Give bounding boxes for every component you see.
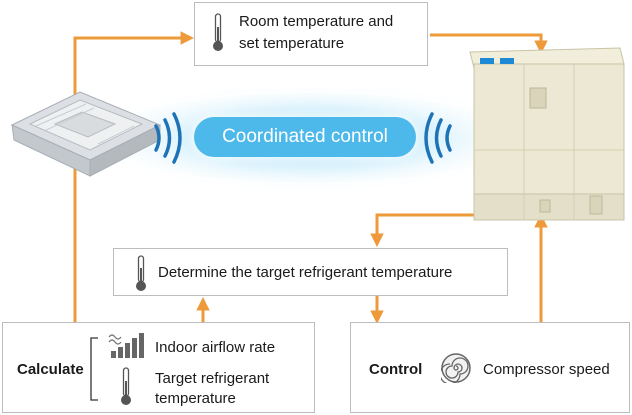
room-temperature-line1: Room temperature and (239, 13, 394, 30)
airflow-bars-icon (108, 333, 144, 358)
coordinated-control-label: Coordinated control (222, 126, 388, 147)
arrow-indoor-to-top-box (73, 31, 195, 322)
room-temperature-box: Room temperature and set temperature (194, 2, 428, 66)
thermometer-icon (213, 13, 223, 51)
thermometer-icon (121, 367, 131, 405)
calculate-box: Calculate Indoor airflow rate Target ref… (2, 322, 315, 413)
target-refrigerant-line2: temperature (155, 390, 236, 407)
vrv-outdoor-unit (469, 47, 625, 221)
bracket (90, 337, 98, 401)
coordinated-control-pill: Coordinated control (194, 117, 416, 157)
control-title: Control (369, 361, 423, 378)
room-temperature-line2: set temperature (239, 35, 345, 52)
thermometer-icon (136, 255, 146, 291)
arrow-top-box-to-outdoor (430, 33, 548, 55)
signal-waves-icon (154, 112, 452, 164)
calculate-title: Calculate (17, 361, 84, 378)
indoor-airflow-label: Indoor airflow rate (155, 339, 276, 356)
target-refrigerant-box: Determine the target refrigerant tempera… (113, 248, 508, 296)
cassette-indoor-unit (10, 91, 162, 177)
determine-target-label: Determine the target refrigerant tempera… (158, 264, 453, 281)
control-box: Control Compressor speed (350, 322, 630, 413)
target-refrigerant-line1: Target refrigerant (155, 370, 270, 387)
compressor-speed-label: Compressor speed (483, 361, 610, 378)
compressor-spiral-icon (441, 353, 471, 383)
